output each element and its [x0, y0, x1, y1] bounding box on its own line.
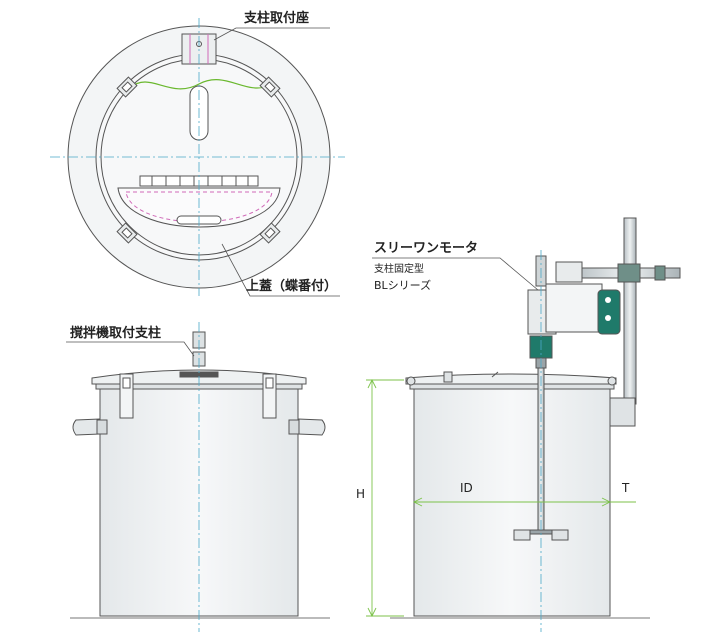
top-centerlines — [50, 18, 345, 296]
mixer-view — [390, 217, 681, 619]
support-pole — [623, 217, 637, 405]
impeller-left — [513, 529, 531, 541]
side-body — [413, 386, 611, 617]
seal-line — [125, 191, 273, 223]
dim-thickness: T — [621, 481, 630, 495]
motor-cap — [597, 289, 621, 335]
leader-lines — [66, 27, 539, 357]
top-clamps — [116, 76, 281, 244]
label-support-mount: 支柱取付座 — [243, 10, 309, 26]
pole-bracket — [608, 397, 636, 427]
dim-height: H — [356, 487, 365, 501]
side-lid — [405, 373, 617, 385]
gasket-line — [129, 79, 269, 90]
motor-body — [545, 283, 603, 333]
dimension-lines — [366, 378, 636, 618]
front-left-handle — [72, 418, 101, 436]
label-mixer-support: 撹拌機取付支柱 — [70, 325, 161, 341]
label-motor-sub2: BLシリーズ — [374, 278, 431, 292]
front-right-handle — [297, 418, 326, 436]
label-motor-sub1: 支柱固定型 — [374, 262, 424, 275]
dim-inner-diameter: ID — [460, 481, 473, 495]
label-motor: スリーワンモータ — [374, 241, 478, 256]
front-view — [70, 331, 330, 619]
impeller-right — [551, 529, 569, 541]
label-lid: 上蓋（蝶番付） — [246, 278, 337, 294]
